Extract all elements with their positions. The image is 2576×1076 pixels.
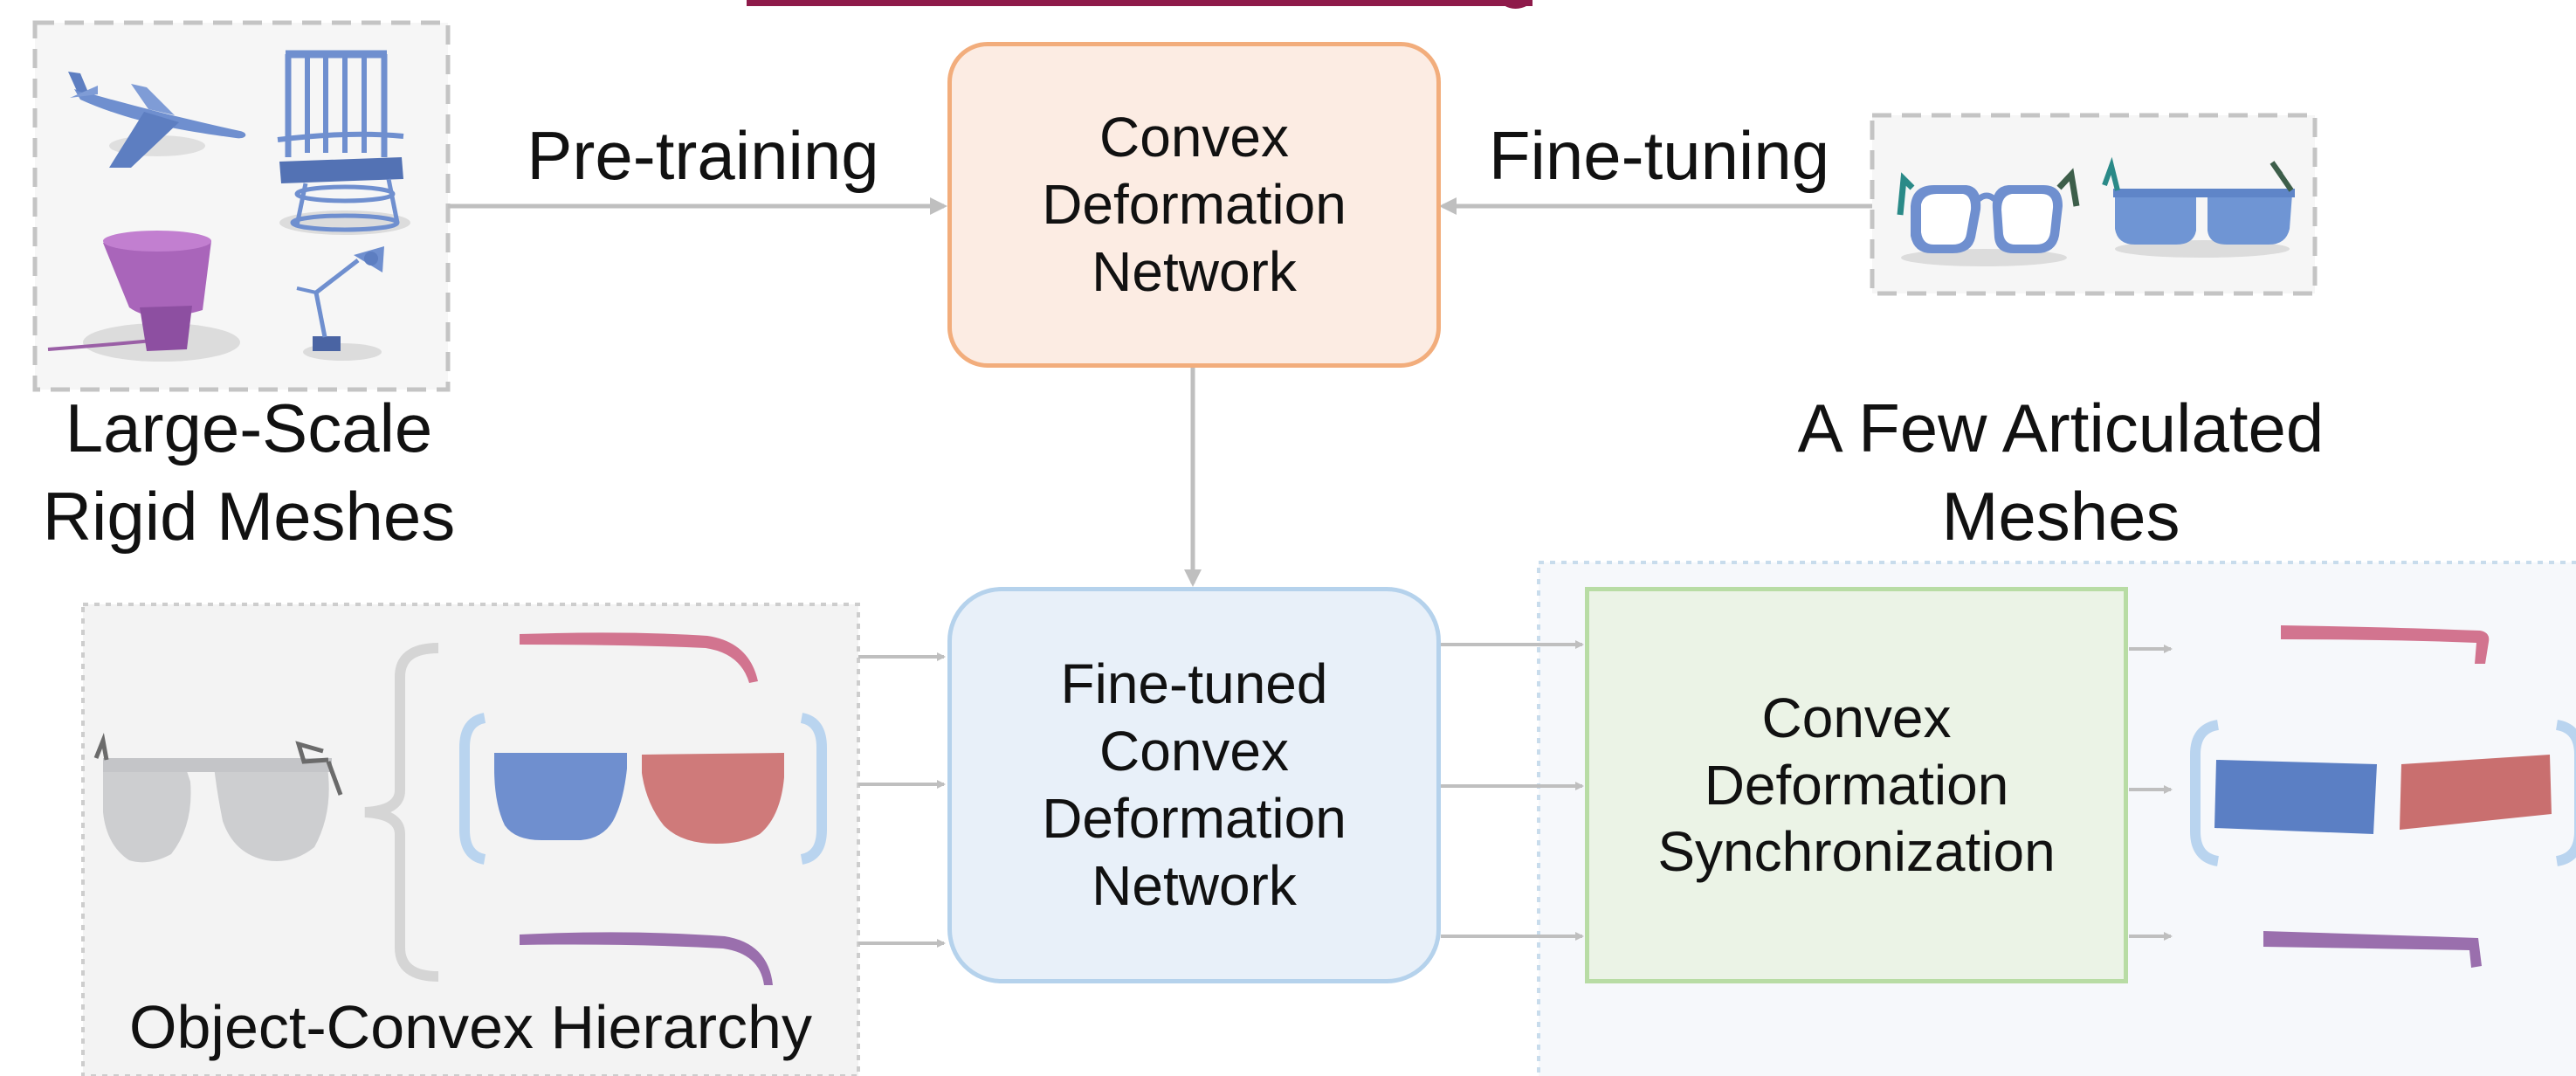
left-bracket-right bbox=[800, 713, 827, 865]
airplane-icon bbox=[68, 72, 246, 168]
purple-temple-output bbox=[2263, 931, 2482, 968]
title-rule bbox=[747, 0, 1533, 9]
finetuned-network-node: Fine-tuned Convex Deformation Network bbox=[947, 587, 1441, 983]
cdn-line-2: Deformation bbox=[1042, 173, 1347, 237]
large-scale-line-1: Large-Scale bbox=[65, 390, 433, 466]
gray-sunglasses-icon bbox=[93, 733, 343, 863]
red-lens-output bbox=[2400, 755, 2552, 830]
hierarchy-brace bbox=[364, 643, 439, 982]
cdn-line-1: Convex bbox=[1099, 106, 1289, 169]
lamp-icon bbox=[47, 231, 240, 362]
blue-lens-part bbox=[494, 753, 627, 840]
blue-lens-output bbox=[2214, 760, 2377, 834]
sync-line-2: Deformation bbox=[1704, 753, 2009, 817]
hierarchy-caption: Object-Convex Hierarchy bbox=[129, 993, 812, 1061]
desk-lamp-icon bbox=[296, 246, 384, 361]
purple-temple-part bbox=[520, 932, 773, 985]
ftcdn-line-1: Fine-tuned bbox=[1060, 652, 1328, 716]
few-articulated-line-2: Meshes bbox=[1941, 478, 2180, 555]
finetuning-label: Fine-tuning bbox=[1488, 117, 1830, 194]
pink-temple-part bbox=[520, 632, 758, 683]
ftcdn-line-4: Network bbox=[1092, 853, 1297, 917]
pretraining-label: Pre-training bbox=[527, 117, 879, 194]
right-bracket-right bbox=[2555, 720, 2576, 866]
red-lens-part bbox=[642, 753, 784, 844]
cdn-line-3: Network bbox=[1092, 239, 1297, 303]
few-articulated-line-1: A Few Articulated bbox=[1797, 390, 2325, 466]
rigid-meshes-panel bbox=[32, 20, 451, 392]
sync-line-3: Synchronization bbox=[1657, 820, 2056, 884]
sunglasses-icon bbox=[2102, 156, 2295, 258]
convex-deformation-network-node: Convex Deformation Network bbox=[947, 42, 1441, 368]
few-articulated-caption: A Few Articulated Meshes bbox=[1755, 384, 2366, 562]
sync-line-1: Convex bbox=[1761, 686, 1952, 749]
synchronization-node: Convex Deformation Synchronization bbox=[1585, 587, 2128, 983]
left-bracket-left bbox=[459, 713, 486, 865]
glasses-icon bbox=[1897, 168, 2080, 266]
large-scale-line-2: Rigid Meshes bbox=[42, 478, 456, 555]
pink-temple-output bbox=[2281, 625, 2490, 664]
large-scale-caption: Large-Scale Rigid Meshes bbox=[0, 384, 498, 562]
chair-icon bbox=[277, 50, 410, 235]
ftcdn-line-3: Deformation bbox=[1042, 787, 1347, 850]
ftcdn-line-2: Convex bbox=[1099, 720, 1289, 783]
right-bracket-left bbox=[2190, 720, 2220, 866]
